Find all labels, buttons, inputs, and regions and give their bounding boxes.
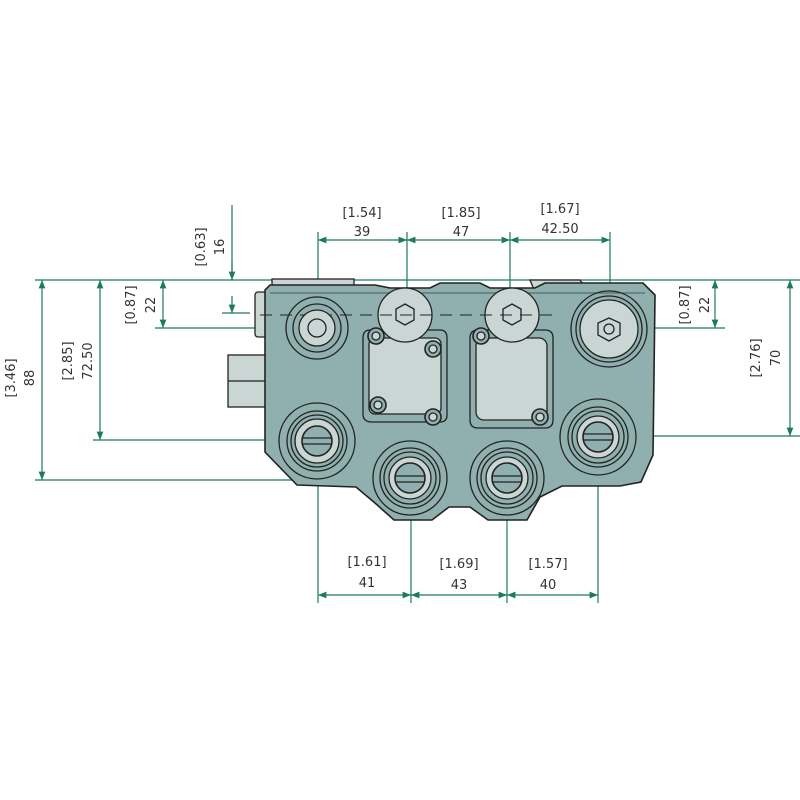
dim-mm: 43 <box>451 578 468 593</box>
dim-mm: 41 <box>359 576 376 591</box>
cover-plate-left <box>362 327 448 426</box>
cover-plate-right <box>469 327 554 429</box>
dim-inch: [2.85] <box>61 341 76 380</box>
dim-inch: [0.63] <box>194 227 209 266</box>
dim-mm: 40 <box>540 578 557 593</box>
port-bottom-center-left <box>372 440 448 516</box>
dim-mm: 47 <box>453 225 470 240</box>
port-top-left <box>285 296 349 360</box>
port-bottom-right <box>559 398 637 476</box>
dim-inch: [1.85] <box>441 206 480 221</box>
dim-mm: 72.50 <box>81 342 96 379</box>
port-top-right <box>570 290 648 368</box>
dim-inch: [1.61] <box>347 555 386 570</box>
dim-inch: [0.87] <box>124 285 139 324</box>
dim-inch: [1.54] <box>342 206 381 221</box>
left-dimension-labels: [3.46] 88 [2.85] 72.50 [0.87] 22 [0.63] … <box>4 227 228 397</box>
bottom-dimension-labels: [1.61] 41 [1.69] 43 [1.57] 40 <box>347 555 567 593</box>
port-bottom-center-right <box>469 440 545 516</box>
dim-mm: 42.50 <box>541 222 578 237</box>
dim-mm: 22 <box>144 297 159 314</box>
dim-inch: [0.87] <box>678 285 693 324</box>
dim-inch: [1.57] <box>528 557 567 572</box>
dim-mm: 22 <box>698 297 713 314</box>
port-bottom-left <box>278 402 356 480</box>
dimension-lines <box>38 205 794 599</box>
dim-mm: 88 <box>23 370 38 387</box>
top-dimension-labels: [1.54] 39 [1.85] 47 [1.67] 42.50 <box>342 202 579 240</box>
dim-mm: 70 <box>769 350 784 367</box>
dim-inch: [2.76] <box>749 338 764 377</box>
dim-inch: [1.67] <box>540 202 579 217</box>
dim-inch: [3.46] <box>4 358 19 397</box>
valve-block <box>227 278 656 521</box>
dim-mm: 16 <box>213 239 228 256</box>
right-dimension-labels: [0.87] 22 [2.76] 70 <box>678 285 784 377</box>
dim-inch: [1.69] <box>439 557 478 572</box>
dim-mm: 39 <box>354 225 371 240</box>
